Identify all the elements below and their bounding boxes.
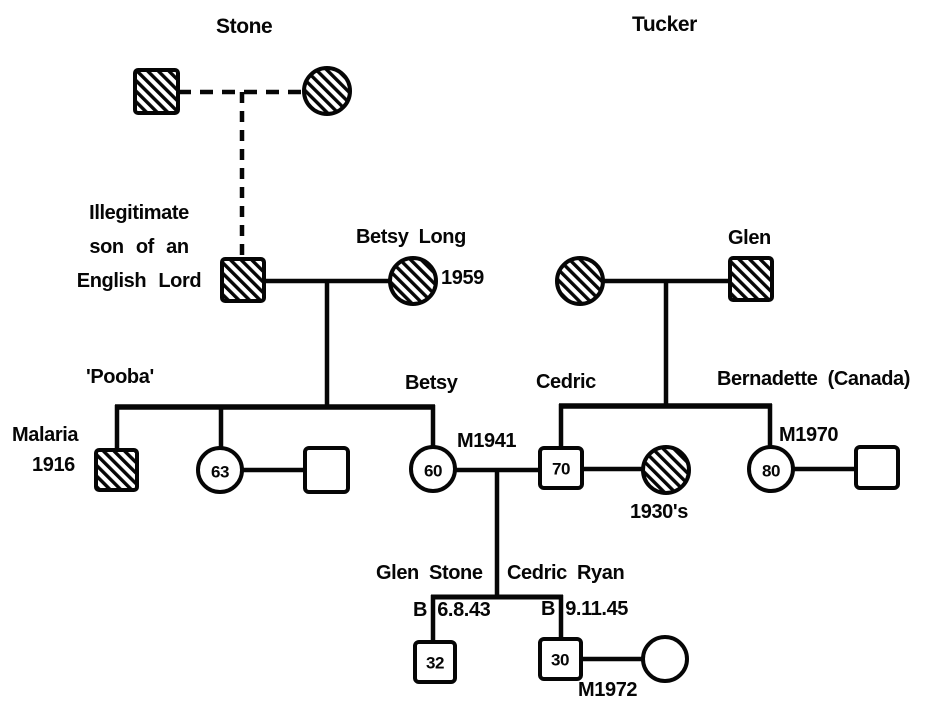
name-label-cedric: Cedric	[536, 371, 596, 393]
male-symbol-glen-stone-32	[413, 640, 457, 684]
age-cedric: 70	[552, 460, 570, 479]
name-label-glen-sr: Glen	[728, 227, 771, 249]
age-cedric-ryan: 30	[551, 651, 569, 670]
female-symbol-sister-63	[196, 446, 244, 494]
deceased-male-symbol-stone-grandfather	[133, 68, 180, 115]
age-bernadette: 80	[762, 462, 780, 481]
birth-date-cedric-ryan: B 9.11.45	[541, 598, 629, 620]
nickname-label-pooba: 'Pooba'	[86, 366, 154, 388]
marriage-year-betsy-cedric: M1941	[457, 430, 517, 452]
female-symbol-bernadette-80	[747, 445, 795, 493]
female-symbol-betsy-60	[409, 445, 457, 493]
female-symbol-cedric-ryan-wife	[641, 635, 689, 683]
deceased-male-symbol-glen-sr	[728, 256, 774, 302]
birth-date-glen-stone: B 6.8.43	[413, 599, 491, 621]
note-line-2: son of an	[89, 236, 189, 258]
family-title-tucker: Tucker	[632, 13, 697, 36]
male-symbol-cedric-70	[538, 446, 584, 490]
note-line-1: Illegitimate	[89, 202, 189, 224]
age-glen-stone: 32	[426, 654, 444, 673]
family-title-stone: Stone	[216, 15, 273, 38]
name-label-glen-stone: Glen Stone	[376, 562, 483, 584]
name-label-betsy: Betsy	[405, 372, 458, 394]
age-betsy: 60	[424, 462, 442, 481]
deceased-female-symbol-stone-grandmother	[302, 66, 352, 116]
male-symbol-sister-63-husband	[303, 446, 350, 494]
age-sister: 63	[211, 463, 229, 482]
deceased-female-symbol-cedric-first-wife	[641, 445, 691, 495]
male-symbol-cedric-ryan-30	[538, 637, 583, 681]
deceased-male-symbol-illegitimate-son	[220, 257, 266, 303]
name-label-betsy-long: Betsy Long	[356, 226, 466, 248]
note-illegitimate-son: Illegitimate son of an English Lord	[56, 196, 222, 298]
death-note-cedric-first-wife: 1930's	[630, 501, 688, 523]
male-symbol-bernadette-husband	[854, 445, 900, 490]
deceased-male-symbol-pooba	[94, 448, 139, 492]
marriage-year-bernadette: M1970	[779, 424, 839, 446]
marriage-year-cedric-ryan: M1972	[578, 679, 638, 701]
deceased-female-symbol-betsy-long	[388, 256, 438, 306]
name-label-bernadette: Bernadette (Canada)	[717, 368, 910, 390]
name-label-cedric-ryan: Cedric Ryan	[507, 562, 625, 584]
note-line-3: English Lord	[76, 270, 202, 292]
name-label-malaria: Malaria	[12, 424, 79, 446]
death-year-malaria: 1916	[32, 454, 75, 476]
deceased-female-symbol-tucker-grandmother	[555, 256, 605, 306]
death-year-betsy-long: 1959	[441, 267, 484, 289]
